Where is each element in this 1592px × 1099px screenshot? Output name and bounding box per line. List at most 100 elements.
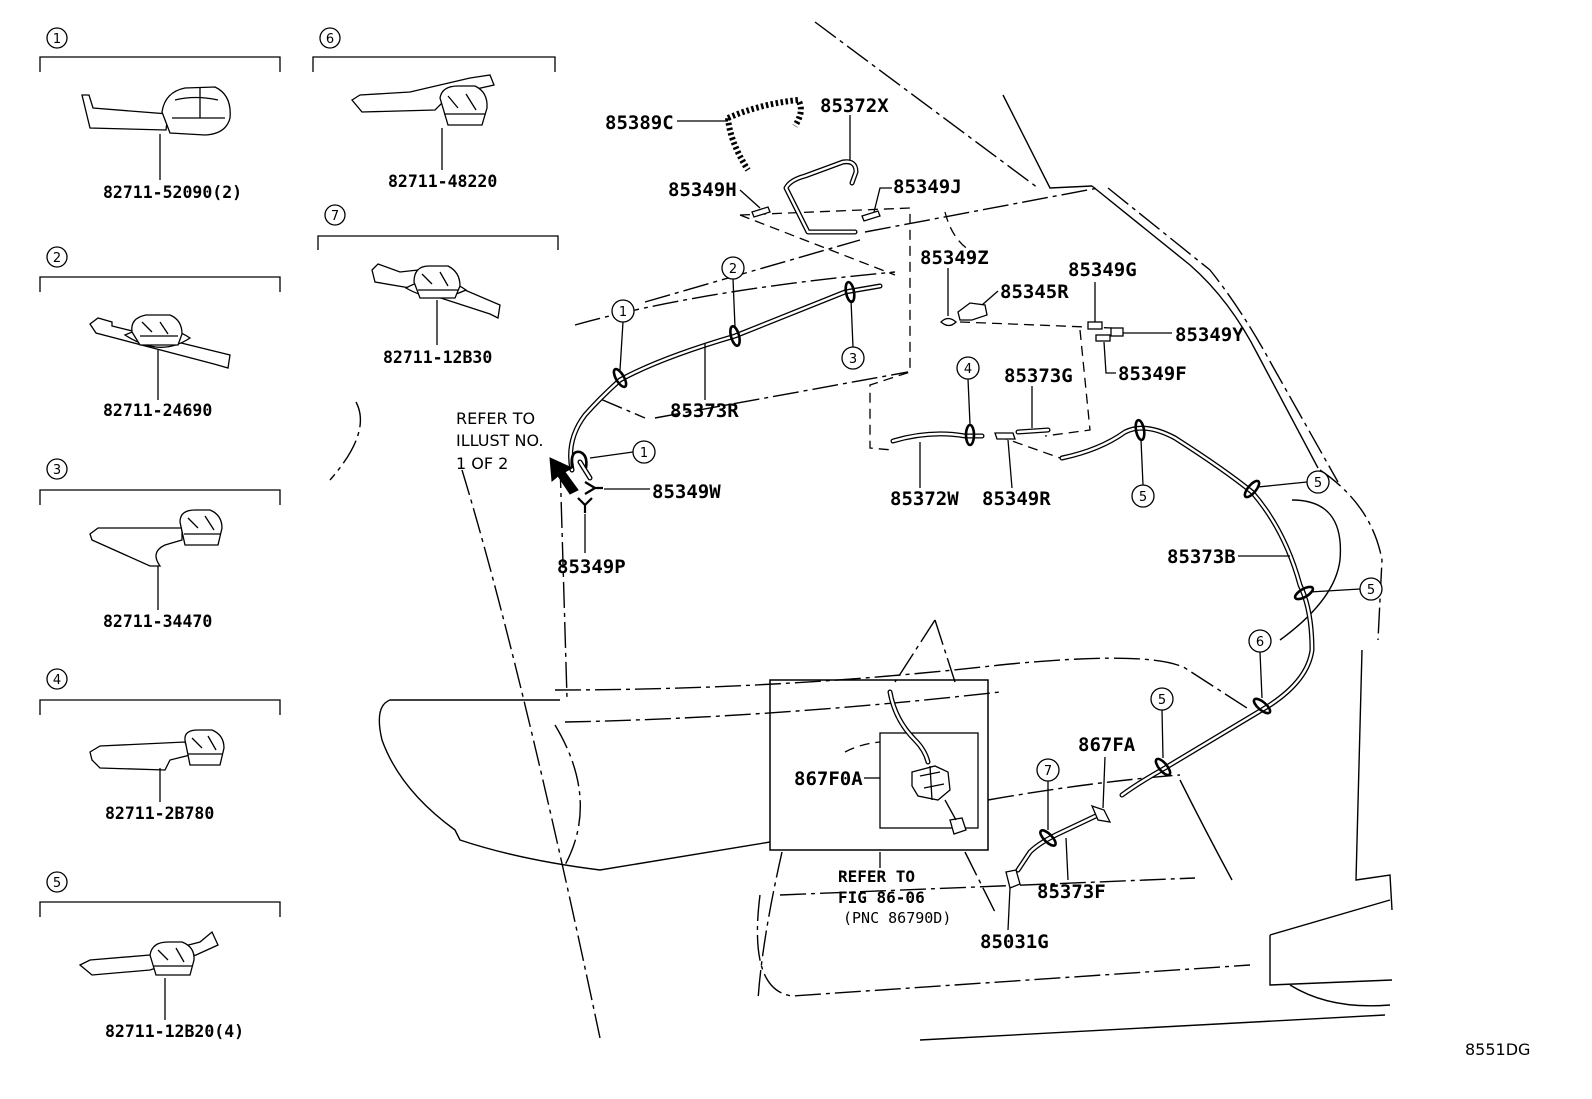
clip-ref-circle	[1359, 577, 1383, 601]
leader-85349F	[1103, 341, 1116, 374]
figure-reference-note: REFER TO FIG 86-06 (PNC 86790D)	[838, 867, 951, 927]
group-outline-right	[959, 321, 1113, 437]
panel-bracket	[39, 489, 281, 505]
part-label: 85373R	[670, 400, 739, 422]
clip-plate	[81, 94, 169, 131]
clip-part-number: 82711-52090(2)	[103, 183, 242, 202]
clip-panel-2: 2 82711-24690	[39, 246, 281, 420]
part-85349J	[861, 210, 881, 222]
leader-85349R	[1007, 439, 1013, 489]
hose-coil-85389C	[725, 96, 804, 172]
clip-ref-circle	[46, 458, 68, 480]
leader-85345R	[981, 290, 999, 306]
clip-body	[184, 729, 225, 766]
hatch-glass-top	[574, 271, 896, 326]
diagram-code: 8551DG	[1465, 1040, 1530, 1059]
part-label: 85349J	[893, 176, 962, 198]
hose-85372X-inner	[784, 160, 858, 234]
clip-part-number: 82711-2B780	[105, 804, 214, 823]
panel-bracket	[312, 56, 556, 72]
hatch-lower-inner	[564, 691, 1001, 723]
clip-ref-number: 3	[849, 352, 857, 367]
clip-panel-4: 4 82711-2B780	[39, 668, 281, 823]
clip-ref-circle	[46, 871, 68, 893]
clip-panel-6: 6 82711-48220	[312, 27, 556, 191]
clip-ref-number: 6	[1256, 635, 1264, 650]
note-line: (PNC 86790D)	[843, 909, 951, 927]
hose-85373F	[1015, 811, 1103, 873]
rear-pillar-line	[1002, 94, 1093, 189]
clip-ref-circle	[1248, 629, 1272, 653]
panel-bracket	[39, 699, 281, 715]
clip-part-number: 82711-12B30	[383, 348, 492, 367]
clip-ref-number: 5	[1367, 583, 1375, 598]
clip-part-number: 82711-12B20(4)	[105, 1022, 244, 1041]
detail-view-lower-lines	[757, 851, 996, 1001]
part-85345R	[957, 302, 988, 321]
part-85349Y	[1110, 327, 1124, 337]
clip-panel-5: 5 82711-12B20(4)	[39, 871, 281, 1041]
quarter-panel-line	[1355, 649, 1393, 911]
clip-panel-1: 1 82711-52090(2)	[39, 27, 281, 202]
inset-connector-link	[944, 799, 957, 821]
illust-reference-note: REFER TO ILLUST NO. 1 OF 2	[456, 409, 543, 473]
clip-ref-callout: 1	[632, 440, 656, 464]
clip-body	[439, 85, 488, 126]
clip-ref-circle	[956, 356, 980, 380]
d-pillar-outer-line	[1107, 187, 1339, 483]
clip-ref-callout: 5	[1131, 484, 1155, 508]
hose-joint-dash	[997, 435, 1061, 459]
clip-ref-callout: 7	[1036, 758, 1060, 782]
part-label: 85349G	[1068, 259, 1137, 281]
clip-detail	[154, 947, 192, 967]
clip-ref-circle	[611, 299, 635, 323]
clip-body	[413, 265, 461, 299]
leader-85349H	[739, 189, 761, 209]
part-label: 85373B	[1167, 546, 1236, 568]
part-867FA	[1090, 804, 1112, 823]
panel-bracket	[39, 901, 281, 917]
note-line: ILLUST NO.	[456, 431, 543, 450]
panel-bracket	[317, 235, 559, 250]
part-85349G	[1087, 321, 1103, 330]
part-label: 867FA	[1078, 734, 1136, 756]
clip-ref-circle	[324, 204, 346, 226]
part-label: 85349Z	[920, 247, 989, 269]
clip-ref-number: 7	[331, 209, 339, 224]
leader-85373F	[1065, 837, 1069, 881]
clip-ref-circle	[1306, 470, 1330, 494]
clip-ref-number: 4	[964, 362, 972, 377]
clip-detail	[140, 321, 178, 337]
clip-ref-number: 1	[53, 32, 61, 47]
leader-lines	[584, 115, 1290, 931]
clip-detail	[188, 735, 222, 755]
clip-ref-circle	[319, 27, 341, 49]
hose-85372X	[783, 159, 859, 235]
clip-ref-callout: 5	[1150, 687, 1174, 711]
clip-ref-circle	[1150, 687, 1174, 711]
clip-ref-number: 5	[1314, 476, 1322, 491]
hose-clip	[1243, 479, 1261, 499]
part-label: 85345R	[1000, 281, 1069, 303]
clip-ref-number: 7	[1044, 764, 1052, 779]
inset-inner-frame	[879, 732, 979, 829]
clip-ref-callout: 3	[841, 346, 865, 370]
inset-frame	[769, 679, 989, 851]
clip-ref-circle	[841, 346, 865, 370]
hose-clip	[1252, 697, 1272, 715]
group-outline-diagonal	[739, 214, 896, 276]
part-label: 85373F	[1037, 881, 1106, 903]
body-side-line	[461, 469, 601, 1039]
garnish-outline	[378, 699, 771, 871]
hose-clip	[964, 423, 976, 447]
hose-clip	[1293, 585, 1315, 601]
part-label: 85349R	[982, 488, 1051, 510]
latch-detail	[919, 765, 945, 801]
fender-line	[329, 401, 362, 481]
clip-ref-number: 5	[53, 876, 61, 891]
clip-panel-7: 7 82711-12B30	[317, 204, 559, 367]
panel-bracket	[39, 276, 281, 292]
hose-end-short-inner	[578, 460, 592, 480]
part-label: 85373G	[1004, 365, 1073, 387]
tail-lamp-outer	[1319, 469, 1383, 641]
